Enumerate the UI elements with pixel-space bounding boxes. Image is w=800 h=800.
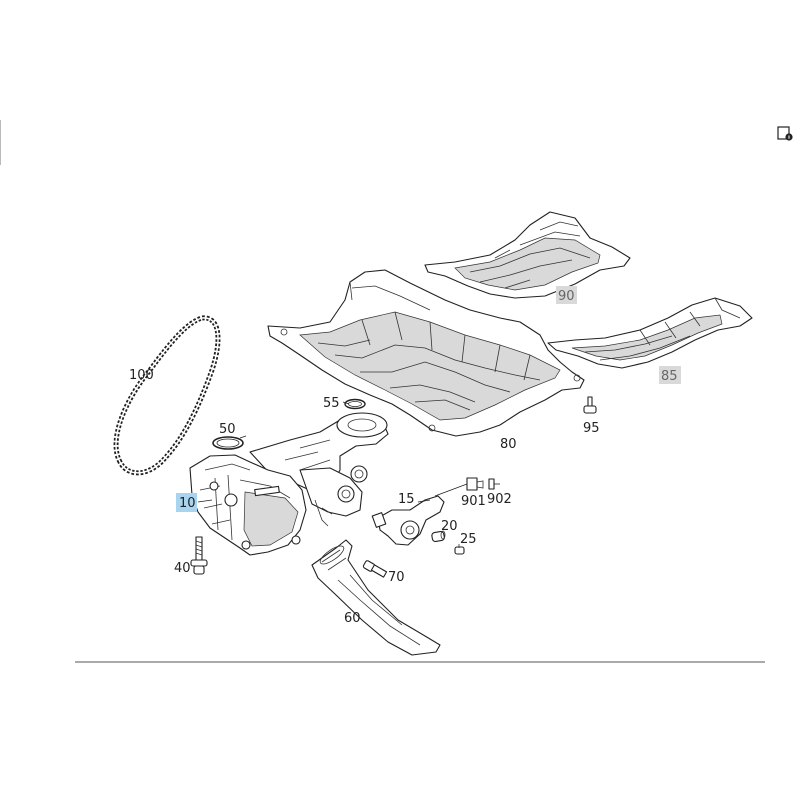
callout-10[interactable]: 10: [179, 496, 196, 511]
part-60-suction-pipe[interactable]: [311, 539, 441, 656]
part-902-connector[interactable]: [488, 478, 500, 490]
part-40-bolt[interactable]: [190, 536, 208, 575]
callout-25[interactable]: 25: [460, 532, 477, 547]
part-10-oil-pump[interactable]: [189, 412, 389, 556]
part-95-bolt[interactable]: [583, 396, 597, 414]
callout-50[interactable]: 50: [219, 422, 236, 437]
part-85-baffle-right[interactable]: [547, 297, 753, 369]
part-15-valve[interactable]: [371, 495, 445, 546]
callout-90[interactable]: 90: [558, 289, 575, 304]
callout-902[interactable]: 902: [487, 492, 512, 507]
callout-80[interactable]: 80: [500, 437, 517, 452]
callout-20[interactable]: 20: [441, 519, 458, 534]
part-70-bolt[interactable]: [362, 560, 388, 578]
leader-55: [342, 401, 350, 405]
part-90-baffle-upper[interactable]: [424, 211, 631, 299]
callout-90-background: [556, 286, 577, 304]
callout-85[interactable]: 85: [661, 369, 678, 384]
part-20-sleeve[interactable]: [431, 530, 446, 543]
document-info-icon[interactable]: [777, 126, 793, 141]
callout-100[interactable]: 100: [129, 368, 154, 383]
part-50-clip[interactable]: [212, 435, 247, 450]
callout-55[interactable]: 55: [323, 396, 340, 411]
callout-15[interactable]: 15: [398, 492, 415, 507]
part-901-connector[interactable]: [434, 477, 484, 497]
leader-10: [197, 499, 213, 503]
callout-85-background: [659, 366, 681, 384]
callout-95[interactable]: 95: [583, 421, 600, 436]
part-80-baffle-main[interactable]: [267, 269, 585, 437]
callout-60[interactable]: 60: [344, 611, 361, 626]
part-25-screw[interactable]: [454, 544, 465, 555]
callout-10-highlight: [176, 493, 197, 512]
callout-70[interactable]: 70: [388, 570, 405, 585]
callout-40[interactable]: 40: [174, 561, 191, 576]
callout-901[interactable]: 901: [461, 494, 486, 509]
part-100-timing-chain[interactable]: [113, 315, 221, 476]
